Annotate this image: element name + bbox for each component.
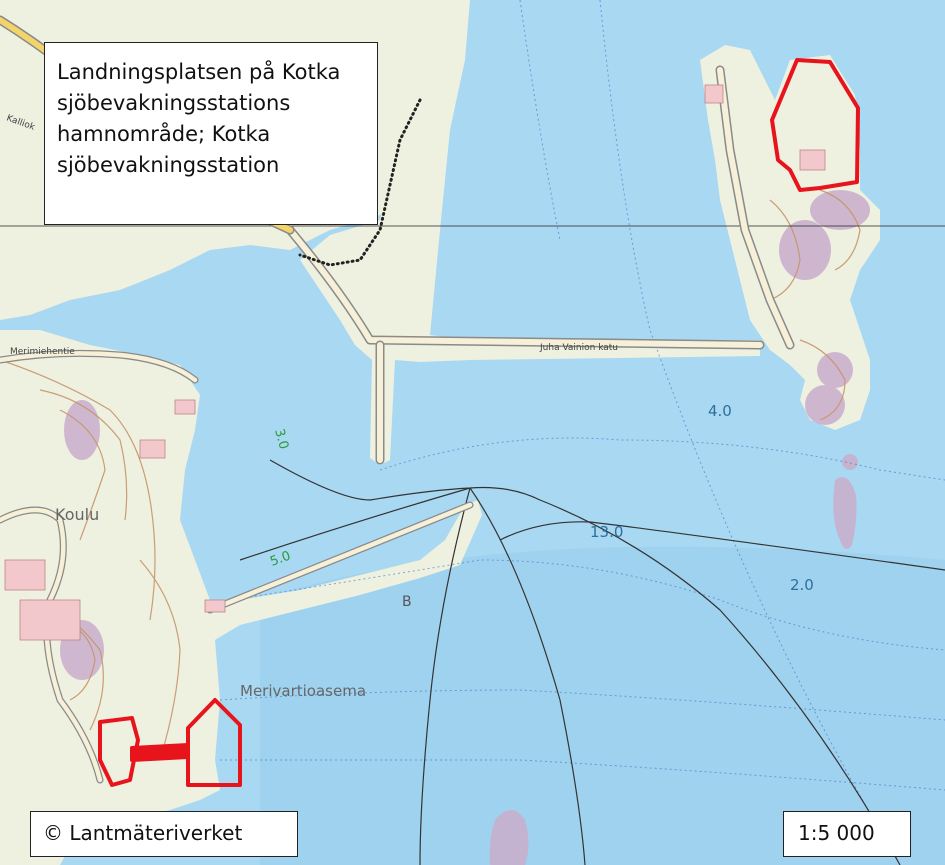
title-line-1: Landningsplatsen på Kotka [57, 60, 341, 84]
label-b: B [402, 594, 412, 610]
label-merivartioasema: Merivartioasema [240, 682, 366, 700]
depth-contours [219, 0, 945, 865]
label-depth-13: 13.0 [590, 523, 623, 541]
buildings [4, 84, 826, 641]
dotted-boundary [298, 98, 422, 267]
boundary-outlines [98, 58, 860, 787]
title-box: Landningsplatsen på Kotka sjöbevakningss… [44, 42, 378, 225]
label-road-merimiehentie: Merimiehentie [10, 347, 75, 357]
label-depth-4: 4.0 [708, 402, 732, 420]
land-west [0, 330, 482, 865]
label-depth-3: 3.0 [271, 427, 291, 451]
boundary-connector [130, 743, 190, 762]
label-koulu: Koulu [55, 505, 99, 524]
label-road-juha-vainion-katu: Juha Vainion katu [539, 343, 618, 353]
title-line-2: sjöbevakningsstations [57, 91, 291, 115]
contour-lines [0, 189, 861, 761]
land-north-center [300, 0, 760, 465]
title-line-3: hamnområde; Kotka [57, 122, 271, 146]
label-depth-2: 2.0 [790, 576, 814, 594]
label-depth-5: 5.0 [268, 549, 293, 570]
fairway-lines [239, 459, 945, 865]
title-line-4: sjöbevakningsstation [57, 153, 280, 177]
scale-label: 1:5 000 [783, 811, 911, 857]
boundary-outline-east [770, 58, 860, 192]
boundary-outline-west-lot [98, 716, 140, 787]
deep-water-zone [260, 546, 945, 865]
copyright-label: © Lantmäteriverket [30, 811, 298, 857]
boundary-outline-station [186, 698, 242, 787]
